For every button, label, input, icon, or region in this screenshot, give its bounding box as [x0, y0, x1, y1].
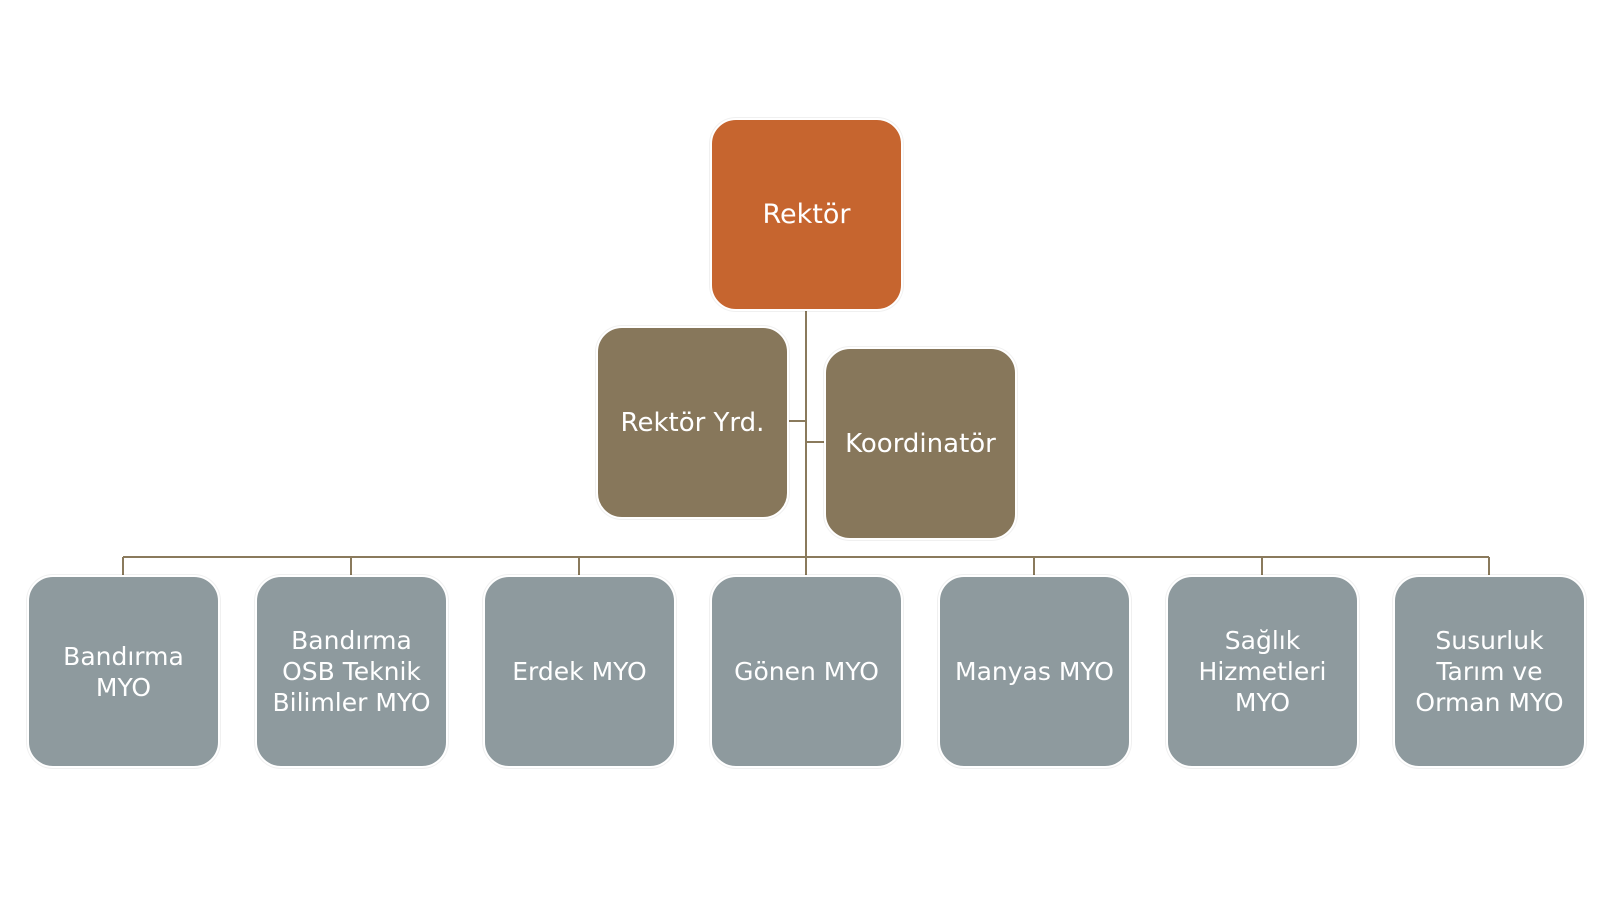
node-koordinator: Koordinatör: [824, 347, 1017, 540]
node-bandirma-osb-myo: Bandırma OSB Teknik Bilimler MYO: [255, 575, 448, 768]
node-gonen-myo: Gönen MYO: [710, 575, 903, 768]
node-bandirma-myo: Bandırma MYO: [27, 575, 220, 768]
node-erdek-myo: Erdek MYO: [483, 575, 676, 768]
node-rektor-yrd: Rektör Yrd.: [596, 326, 789, 519]
node-rektor: Rektör: [710, 118, 903, 311]
node-manyas-myo: Manyas MYO: [938, 575, 1131, 768]
node-saglik-hizmetleri-myo: Sağlık Hizmetleri MYO: [1166, 575, 1359, 768]
node-susurluk-myo: Susurluk Tarım ve Orman MYO: [1393, 575, 1586, 768]
